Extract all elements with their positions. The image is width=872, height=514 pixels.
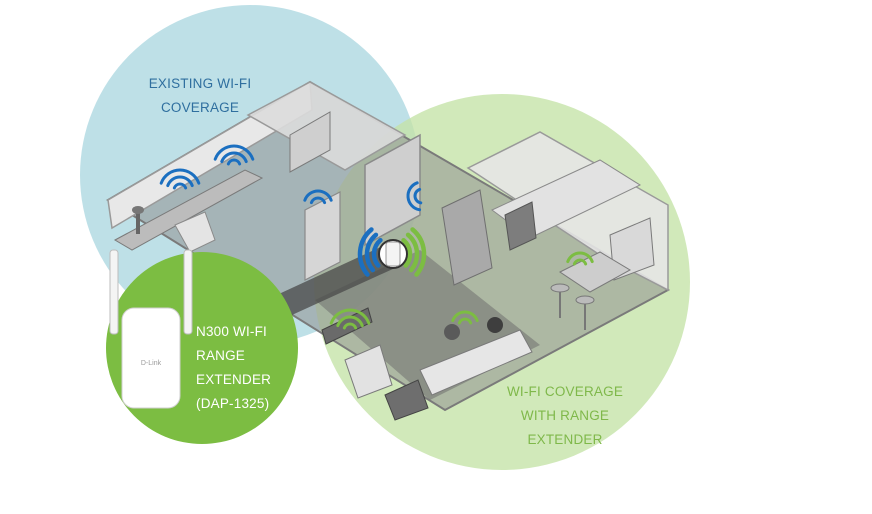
wifi-signal-icon xyxy=(309,196,327,205)
wifi-signal-icon xyxy=(566,251,594,264)
office-desk xyxy=(113,169,264,251)
desk-lamp xyxy=(132,206,144,214)
wifi-signal-icon xyxy=(371,237,383,268)
person xyxy=(487,317,503,333)
wifi-signal-icon xyxy=(364,232,379,273)
coffee-table xyxy=(384,379,429,421)
armchair xyxy=(344,344,393,399)
wifi-signal-icon xyxy=(226,158,242,166)
wifi-signal-icon xyxy=(410,227,427,277)
wifi-signal-icon xyxy=(401,237,413,268)
range-extender-icon: D-Link xyxy=(109,249,193,409)
wifi-signal-icon xyxy=(572,258,588,266)
product-name-line: (DAP-1325) xyxy=(196,396,270,411)
wifi-signal-icon xyxy=(159,168,201,185)
wifi-signal-icon xyxy=(220,151,248,164)
wifi-signal-icon xyxy=(303,189,333,202)
extended-coverage-line: WI-FI COVERAGE xyxy=(506,384,624,399)
wifi-signal-icon xyxy=(405,232,420,273)
extended-coverage-line: EXTENDER xyxy=(527,432,603,447)
wifi-signal-icon xyxy=(451,310,479,323)
product-name-label: N300 WI-FI RANGE EXTENDER (DAP-1325) xyxy=(196,320,306,416)
inner-wall xyxy=(364,133,421,247)
office-chair xyxy=(174,211,216,253)
wifi-signal-icon xyxy=(413,187,423,205)
kitchen-island xyxy=(559,251,632,293)
inner-wall xyxy=(304,191,341,281)
bar-stool xyxy=(550,283,570,293)
extended-coverage-line: WITH RANGE xyxy=(520,408,610,423)
oven xyxy=(504,201,537,251)
existing-coverage-line: EXISTING WI-FI xyxy=(148,76,252,91)
wifi-signal-icon xyxy=(457,317,473,325)
existing-coverage-label: EXISTING WI-FI COVERAGE xyxy=(120,72,280,120)
wifi-signal-icon xyxy=(213,144,255,161)
range-extender-icon xyxy=(385,241,401,267)
desk-lamp xyxy=(136,208,140,234)
product-name-line: EXTENDER xyxy=(196,372,272,387)
bar-stool xyxy=(575,295,595,305)
wifi-signal-icon xyxy=(172,182,188,190)
product-name-line: RANGE xyxy=(196,348,246,363)
wifi-signal-icon xyxy=(406,181,422,212)
sofa xyxy=(419,329,533,396)
fridge xyxy=(441,189,493,286)
wifi-signal-icon xyxy=(342,322,358,330)
product-name-line: N300 WI-FI xyxy=(196,324,268,339)
wifi-signal-icon xyxy=(329,308,371,325)
person xyxy=(444,324,460,340)
extended-coverage-label: WI-FI COVERAGE WITH RANGE EXTENDER xyxy=(480,380,650,452)
wifi-signal-icon xyxy=(357,227,374,277)
wifi-signal-icon xyxy=(166,175,194,188)
wifi-signal-icon xyxy=(336,315,364,328)
device-brand-text: D-Link xyxy=(141,360,162,367)
existing-coverage-line: COVERAGE xyxy=(160,100,240,115)
bookshelf xyxy=(289,111,331,173)
